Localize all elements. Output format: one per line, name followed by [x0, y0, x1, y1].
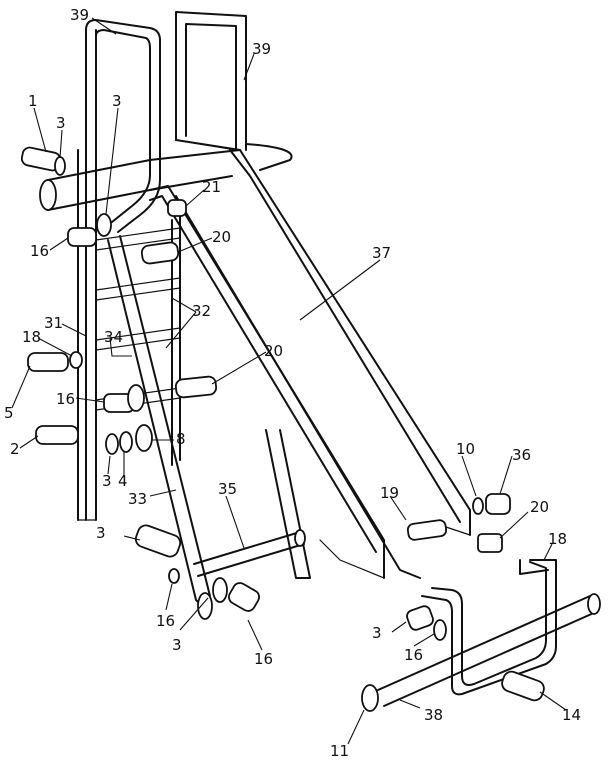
callout-3: 3 — [172, 636, 182, 654]
callout-18: 18 — [22, 328, 41, 346]
callout-39-left: 39 — [70, 6, 89, 24]
callout-16: 16 — [254, 650, 273, 668]
callout-38: 38 — [424, 706, 443, 724]
nut-8 — [135, 424, 153, 452]
washer-3e — [472, 497, 484, 515]
handrail-left — [85, 19, 161, 233]
callout-3: 3 — [102, 472, 112, 490]
callout-33: 33 — [128, 490, 147, 508]
callout-16: 36 — [512, 446, 531, 464]
washer-3a — [54, 156, 66, 176]
washer-3c — [105, 433, 119, 455]
callout-4: 4 — [118, 472, 128, 490]
callout-20: 3 — [96, 524, 106, 542]
bolt-5 — [27, 352, 69, 372]
callout-31: 31 — [44, 314, 63, 332]
nut-21 — [167, 199, 187, 217]
callout-20: 20 — [264, 342, 283, 360]
callout-18: 16 — [156, 612, 175, 630]
front-leg — [107, 235, 213, 620]
callout-3: 16 — [404, 646, 423, 664]
callout-labels: 1 3 39 3 39 21 16 20 37 32 31 34 18 20 5… — [4, 6, 581, 760]
washer-3b — [96, 213, 112, 237]
callout-37: 37 — [372, 244, 391, 262]
callout-19: 19 — [380, 484, 399, 502]
callout-2: 2 — [10, 440, 20, 458]
bolt-20b — [174, 375, 218, 399]
handrail-right — [175, 11, 293, 171]
callout-20: 20 — [212, 228, 231, 246]
callout-16: 16 — [56, 390, 75, 408]
leader-lines — [11, 17, 567, 745]
callout-11: 11 — [330, 742, 349, 760]
callout-3: 3 — [112, 92, 122, 110]
nut-18a — [69, 351, 83, 369]
callout-14: 14 — [562, 706, 581, 724]
callout-1: 1 — [28, 92, 38, 110]
callout-39-right: 39 — [252, 40, 271, 58]
lower-crossbar — [193, 529, 306, 577]
bolt-2 — [35, 425, 79, 445]
callout-3: 3 — [56, 114, 66, 132]
callout-34: 34 — [104, 328, 123, 346]
cap-11 — [361, 684, 379, 712]
washer-4 — [119, 431, 133, 453]
callout-16: 16 — [30, 242, 49, 260]
callout-35: 35 — [218, 480, 237, 498]
base-frame — [377, 559, 601, 707]
washer-3f — [433, 619, 447, 641]
washer-3d — [212, 577, 228, 603]
washer-34 — [127, 384, 145, 412]
bolt-20a — [140, 241, 180, 265]
cap-16c — [228, 582, 260, 612]
callout-36: 18 — [548, 530, 567, 548]
callout-5: 5 — [4, 404, 14, 422]
callout-3: 10 — [456, 440, 475, 458]
nut-18b — [168, 568, 180, 584]
slide-chute — [149, 139, 471, 579]
bolt-19 — [406, 519, 448, 541]
bolt-20c — [134, 524, 182, 558]
callout-32: 32 — [192, 302, 211, 320]
bracket-10 — [477, 533, 503, 553]
callout-8: 8 — [176, 430, 186, 448]
cap-16a — [67, 227, 97, 247]
bolt-14 — [501, 670, 545, 702]
middle-leg — [265, 429, 311, 579]
callout-21: 21 — [202, 178, 221, 196]
hardware-parts — [20, 146, 545, 712]
callout-16: 3 — [372, 624, 382, 642]
callout-10: 20 — [530, 498, 549, 516]
cap-16d — [485, 493, 511, 515]
cap-16e — [406, 605, 434, 631]
